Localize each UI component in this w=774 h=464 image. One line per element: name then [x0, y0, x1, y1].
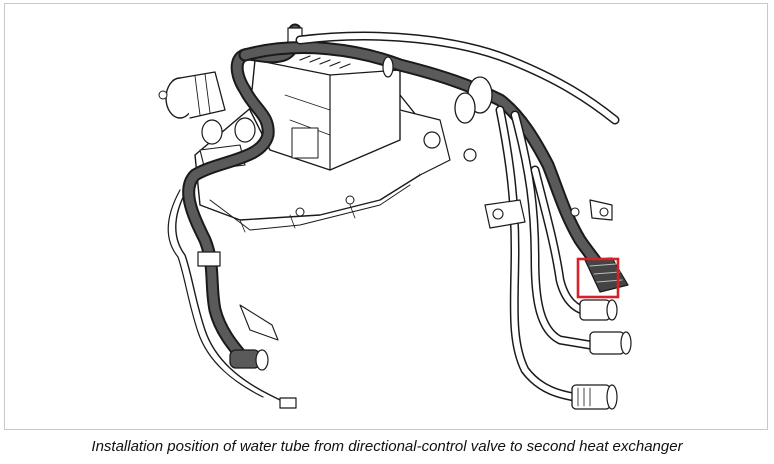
pipes-right [295, 31, 620, 403]
hose-upper [238, 41, 615, 287]
couplings-right [571, 299, 632, 410]
figure-caption: Installation position of water tube from… [91, 438, 683, 455]
sensor-connector [279, 397, 297, 409]
highlight-box [576, 257, 620, 299]
mount-brackets [484, 199, 613, 229]
water-tube-installation-diagram [158, 23, 632, 410]
left-fittings [158, 71, 256, 171]
target-fitting [584, 257, 629, 293]
sensor-wire [175, 187, 291, 406]
